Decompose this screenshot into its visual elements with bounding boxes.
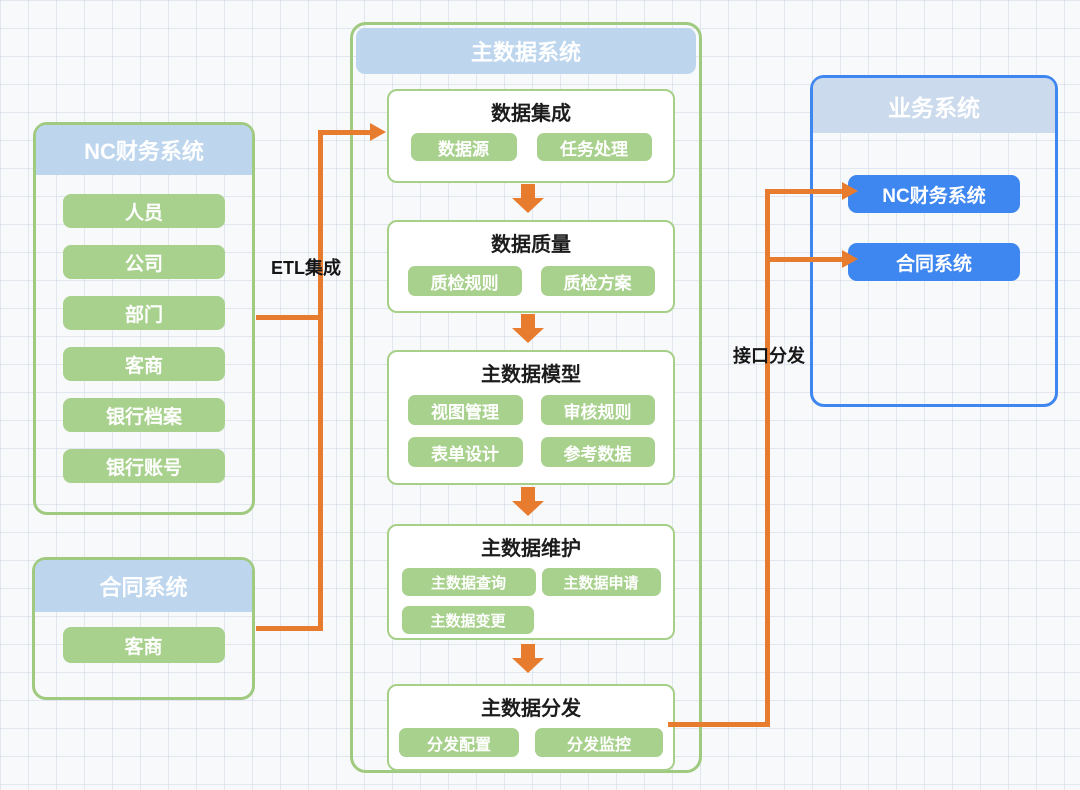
node-reference-data: 参考数据 xyxy=(540,437,655,467)
dispatch-contract-arrowhead-icon xyxy=(842,250,858,268)
panel-master-data-system: 主数据系统 数据集成 数据源 任务处理 数据质量 质检规则 质检方案 主数据模型… xyxy=(350,22,702,773)
section-master-data-model-row2: 表单设计 参考数据 xyxy=(389,437,673,467)
node-data-source: 数据源 xyxy=(410,133,517,161)
node-distribution-config: 分发配置 xyxy=(399,728,519,757)
panel-business-system: 业务系统 NC财务系统 合同系统 xyxy=(810,75,1058,407)
node-task-processing: 任务处理 xyxy=(536,133,652,161)
connector-distribution-out-line xyxy=(668,722,770,727)
connector-contract-to-etl-line xyxy=(256,626,320,631)
section-master-data-distribution: 主数据分发 分发配置 分发监控 xyxy=(387,684,675,771)
flow-arrow-down-icon xyxy=(505,184,551,213)
panel-nc-finance-body: 人员 公司 部门 客商 银行档案 银行账号 xyxy=(36,175,252,483)
connector-etl-top-line xyxy=(320,130,371,135)
node-quality-check-rules: 质检规则 xyxy=(407,266,522,296)
etl-arrowhead-icon xyxy=(370,123,386,141)
connector-dispatch-to-nc-line xyxy=(767,189,843,194)
node-biz-nc-finance-system: NC财务系统 xyxy=(848,175,1020,213)
panel-business-body: NC财务系统 合同系统 xyxy=(813,175,1055,281)
section-master-data-maintenance-row1: 主数据查询 主数据申请 xyxy=(389,568,673,596)
node-view-management: 视图管理 xyxy=(407,395,523,425)
flow-arrow-down-icon xyxy=(505,314,551,343)
section-data-integration-title: 数据集成 xyxy=(491,103,571,125)
section-master-data-distribution-row: 分发配置 分发监控 xyxy=(389,728,673,757)
flow-arrow-down-icon xyxy=(505,487,551,516)
section-data-quality-row: 质检规则 质检方案 xyxy=(389,266,673,296)
node-bank-archive: 银行档案 xyxy=(63,398,225,432)
panel-contract-body: 客商 xyxy=(35,612,252,663)
node-company: 公司 xyxy=(63,245,225,279)
node-quality-check-plan: 质检方案 xyxy=(540,266,655,296)
node-department: 部门 xyxy=(63,296,225,330)
section-master-data-model: 主数据模型 视图管理 审核规则 表单设计 参考数据 xyxy=(387,350,675,485)
section-data-quality: 数据质量 质检规则 质检方案 xyxy=(387,220,675,313)
node-bank-account: 银行账号 xyxy=(63,449,225,483)
node-distribution-monitor: 分发监控 xyxy=(535,728,663,757)
node-personnel: 人员 xyxy=(63,194,225,228)
section-master-data-model-title: 主数据模型 xyxy=(481,364,581,386)
section-data-integration-row: 数据源 任务处理 xyxy=(389,133,673,161)
node-form-design: 表单设计 xyxy=(407,437,523,467)
connector-dispatch-to-contract-line xyxy=(767,257,843,262)
node-biz-contract-system: 合同系统 xyxy=(848,243,1020,281)
section-master-data-maintenance-row2: 主数据变更 xyxy=(389,606,673,634)
panel-business-title: 业务系统 xyxy=(813,78,1055,133)
section-master-data-maintenance: 主数据维护 主数据查询 主数据申请 主数据变更 xyxy=(387,524,675,640)
flow-arrow-down-icon xyxy=(505,644,551,673)
section-master-data-distribution-title: 主数据分发 xyxy=(481,698,581,720)
node-master-data-apply: 主数据申请 xyxy=(541,568,661,596)
panel-nc-finance-title: NC财务系统 xyxy=(36,125,252,175)
panel-nc-finance-system: NC财务系统 人员 公司 部门 客商 银行档案 银行账号 xyxy=(33,122,255,515)
connector-nc-to-etl-line xyxy=(256,315,320,320)
node-contract-customer-supplier: 客商 xyxy=(62,627,225,663)
section-data-quality-title: 数据质量 xyxy=(491,234,571,256)
connector-dispatch-vertical-line xyxy=(765,189,770,727)
panel-master-data-title: 主数据系统 xyxy=(356,28,696,74)
node-master-data-change: 主数据变更 xyxy=(402,606,534,634)
node-master-data-query: 主数据查询 xyxy=(401,568,536,596)
connector-etl-vertical-line xyxy=(318,130,323,631)
node-audit-rules: 审核规则 xyxy=(540,395,655,425)
node-customer-supplier: 客商 xyxy=(63,347,225,381)
panel-contract-title: 合同系统 xyxy=(35,560,252,612)
section-master-data-model-row1: 视图管理 审核规则 xyxy=(389,395,673,425)
dispatch-nc-arrowhead-icon xyxy=(842,182,858,200)
interface-dispatch-label: 接口分发 xyxy=(733,346,805,366)
section-data-integration: 数据集成 数据源 任务处理 xyxy=(387,89,675,183)
panel-contract-system: 合同系统 客商 xyxy=(32,557,255,700)
section-master-data-maintenance-title: 主数据维护 xyxy=(481,538,581,560)
etl-integration-label: ETL集成 xyxy=(271,258,341,278)
